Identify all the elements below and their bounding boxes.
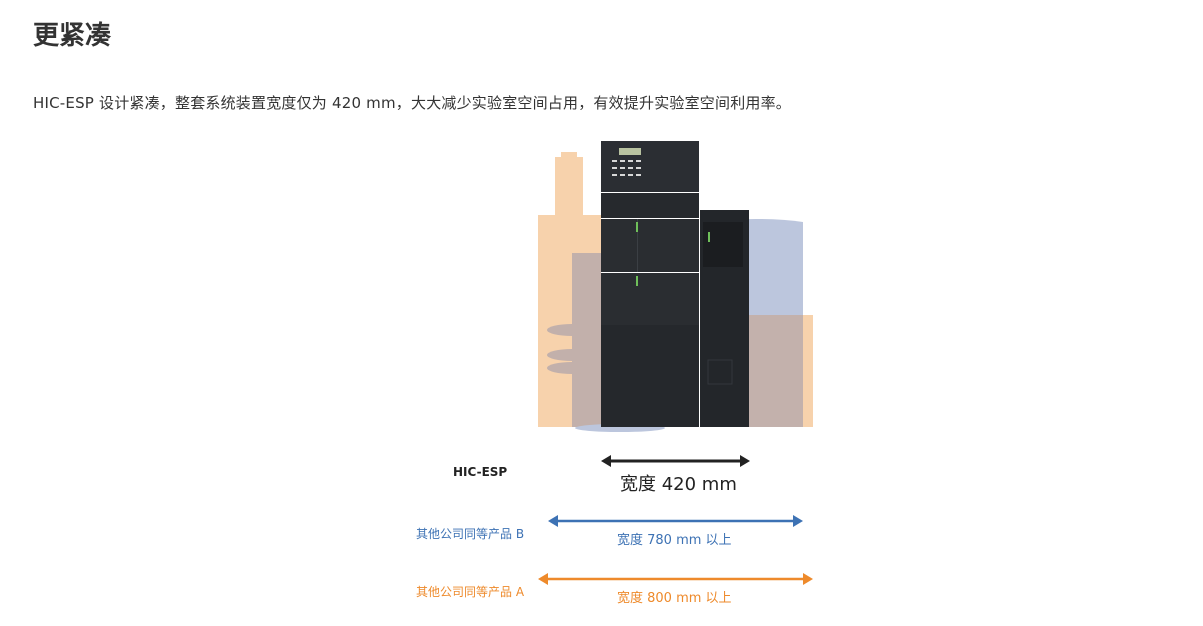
- product-label-hic-esp: HIC-ESP: [453, 465, 508, 479]
- product-label-b: 其他公司同等产品 B: [416, 527, 525, 541]
- product-a-width-arrow: [538, 573, 813, 585]
- hic-esp-instrument: [601, 141, 749, 427]
- width-label-b: 宽度 780 mm 以上: [617, 533, 732, 548]
- hic-esp-width-arrow: [601, 455, 750, 467]
- section-title: 更紧凑: [33, 21, 112, 51]
- width-label-a: 宽度 800 mm 以上: [617, 591, 732, 606]
- section-description: HIC-ESP 设计紧凑，整套系统装置宽度仅为 420 mm，大大减少实验室空间…: [33, 94, 791, 112]
- product-b-width-arrow: [548, 515, 803, 527]
- competitor-silhouettes: [538, 152, 813, 432]
- product-label-a: 其他公司同等产品 A: [416, 585, 525, 599]
- width-label-hic-esp: 宽度 420 mm: [620, 474, 737, 495]
